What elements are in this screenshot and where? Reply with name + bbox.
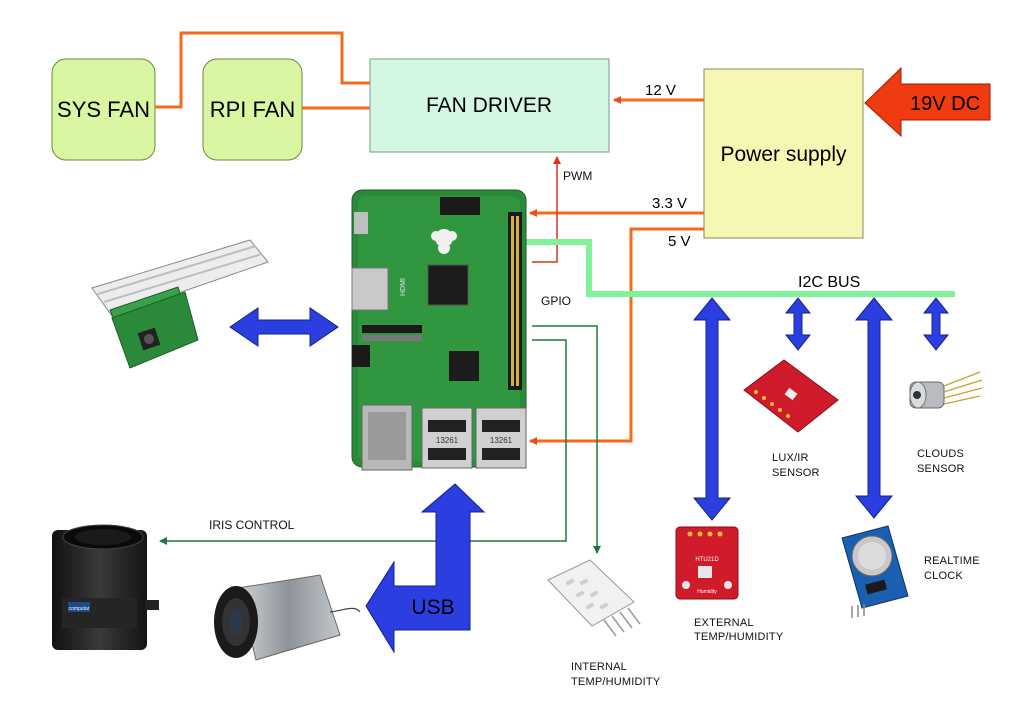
label-iris: IRIS CONTROL	[209, 518, 295, 532]
rtc-label-line1: REALTIME	[924, 555, 980, 567]
ext-board-sub-text: Humidity	[697, 589, 717, 595]
int-sensor-label-line1: INTERNAL	[571, 661, 627, 673]
rtc-label-line2: CLOCK	[924, 570, 963, 582]
dc-input-arrow: 19V DC	[864, 66, 991, 138]
sys-fan-wire	[155, 31, 370, 109]
fan-wires	[155, 31, 370, 110]
gpio-internal-sensor-wire	[532, 325, 601, 554]
label-gpio: GPIO	[541, 294, 571, 308]
pwm-wire	[532, 156, 561, 263]
label-3v3: 3.3 V	[652, 195, 687, 212]
rtc-i2c-arrow	[854, 297, 894, 519]
power-supply-label: Power supply	[720, 143, 847, 166]
label-12v: 12 V	[645, 82, 676, 99]
power-wires	[529, 96, 704, 445]
camera-module-link-arrow	[229, 307, 339, 347]
rpi-fan-label: RPI FAN	[210, 97, 296, 122]
camera-module	[91, 239, 269, 369]
ext-sensor-label-line1: EXTERNAL	[694, 617, 754, 629]
lux-label-line2: SENSOR	[772, 467, 820, 479]
lux-ir-sensor-board	[743, 359, 839, 433]
label-pwm: PWM	[563, 169, 592, 183]
usb-label: USB	[411, 596, 454, 619]
fan-driver-block: FAN DRIVER	[369, 58, 610, 153]
external-temp-humidity-board: HTU21D Humidity	[675, 526, 739, 600]
dc-input-label: 19V DC	[910, 93, 980, 115]
usb-port-a-text: 13261	[436, 436, 459, 445]
sys-fan-block: SYS FAN	[51, 58, 156, 161]
i2c-arrows	[229, 297, 950, 521]
clouds-sensor-i2c-arrow	[922, 297, 950, 351]
ext-sensor-i2c-arrow	[692, 297, 732, 521]
usb-ports: 13261 13261	[421, 407, 527, 469]
clouds-label-line2: SENSOR	[917, 463, 965, 475]
wire-5v	[529, 227, 704, 445]
lens-brand-text: computar	[69, 606, 90, 612]
fan-driver-label: FAN DRIVER	[426, 94, 552, 117]
ext-sensor-label-line2: TEMP/HUMIDITY	[694, 631, 784, 643]
i2c-bus	[520, 239, 955, 297]
rpi-fan-block: RPI FAN	[202, 58, 303, 161]
int-sensor-label-line2: TEMP/HUMIDITY	[571, 676, 661, 688]
label-5v: 5 V	[668, 233, 691, 250]
usb-arrow: USB	[365, 483, 486, 654]
usb-port-b-text: 13261	[490, 436, 513, 445]
ext-board-model-text: HTU21D	[695, 557, 719, 563]
raspberry-logo-icon	[431, 229, 457, 254]
sys-fan-label: SYS FAN	[57, 97, 150, 122]
iris-control-wire	[159, 339, 567, 545]
allsky-camera	[214, 574, 361, 661]
raspberry-pi-board: HDMI 13261 13261	[351, 189, 527, 471]
lux-label-line1: LUX/IR	[772, 452, 809, 464]
cs-mount-lens: computar	[52, 524, 159, 650]
internal-temp-humidity-sensor	[547, 559, 641, 637]
clouds-ir-sensor	[909, 371, 983, 409]
clouds-label-line1: CLOUDS	[917, 448, 964, 460]
realtime-clock-board	[841, 525, 909, 618]
power-supply-block: Power supply	[703, 68, 864, 239]
gpio-wires	[159, 325, 601, 554]
lux-sensor-i2c-arrow	[784, 297, 812, 351]
hdmi-text: HDMI	[400, 278, 407, 296]
label-i2c: I2C BUS	[798, 274, 860, 291]
